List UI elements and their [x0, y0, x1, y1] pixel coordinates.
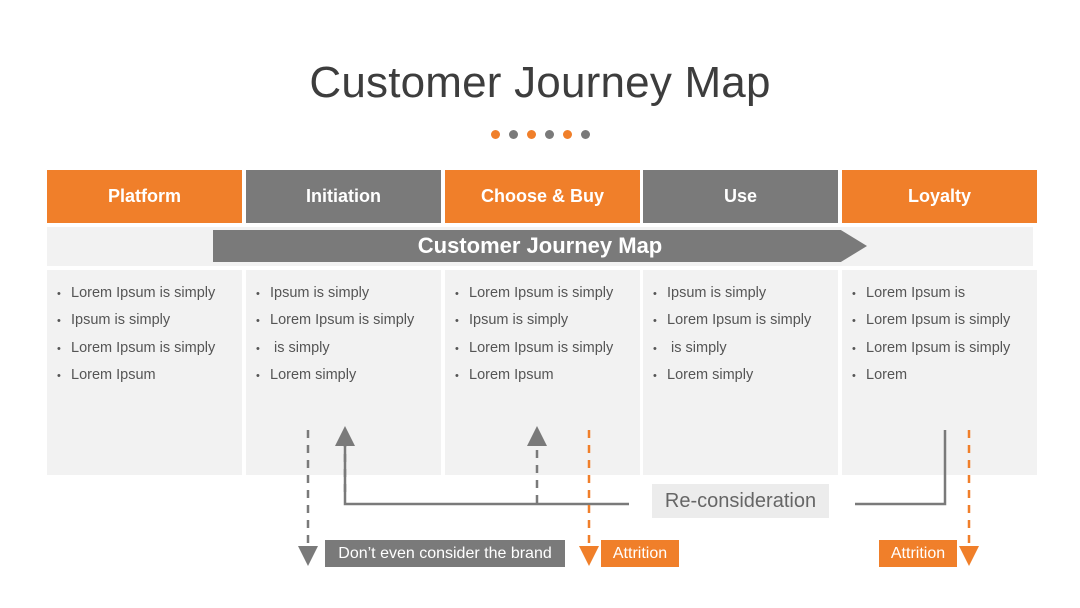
no-consider-label: Don’t even consider the brand	[325, 540, 565, 567]
list-item: is simply	[256, 335, 441, 362]
stage-column-4: Lorem Ipsum isLorem Ipsum is simplyLorem…	[842, 270, 1037, 475]
list-item: Ipsum is simply	[653, 280, 838, 307]
decorative-dot	[490, 130, 500, 139]
stage-header-3: Use	[643, 170, 838, 223]
list-item: Lorem Ipsum is simply	[57, 280, 242, 307]
stage-column-1: Ipsum is simplyLorem Ipsum is simply is …	[246, 270, 441, 475]
decorative-dot	[580, 130, 590, 139]
list-item: Lorem Ipsum	[455, 362, 640, 389]
stage-list: Lorem Ipsum is simplyIpsum is simplyLore…	[455, 280, 640, 389]
list-item: Ipsum is simply	[455, 307, 640, 334]
list-item: Lorem Ipsum	[57, 362, 242, 389]
stage-header-4: Loyalty	[842, 170, 1037, 223]
stage-list: Lorem Ipsum isLorem Ipsum is simplyLorem…	[852, 280, 1037, 389]
list-item: Lorem Ipsum is simply	[455, 280, 640, 307]
list-item: is simply	[653, 335, 838, 362]
stage-header-0: Platform	[47, 170, 242, 223]
list-item: Lorem	[852, 362, 1037, 389]
attrition-label-1: Attrition	[601, 540, 679, 567]
list-item: Lorem Ipsum is	[852, 280, 1037, 307]
list-item: Lorem Ipsum is simply	[653, 307, 838, 334]
list-item: Lorem Ipsum is simply	[57, 335, 242, 362]
decorative-dot	[562, 130, 572, 139]
decorative-dots	[0, 130, 1080, 139]
stage-list: Ipsum is simplyLorem Ipsum is simply is …	[653, 280, 838, 389]
decorative-dot	[544, 130, 554, 139]
decorative-dot	[508, 130, 518, 139]
stage-column-2: Lorem Ipsum is simplyIpsum is simplyLore…	[445, 270, 640, 475]
reconsideration-label: Re-consideration	[652, 484, 829, 518]
attrition-label-2: Attrition	[879, 540, 957, 567]
stage-header-1: Initiation	[246, 170, 441, 223]
page-title: Customer Journey Map	[309, 58, 771, 107]
stage-list: Ipsum is simplyLorem Ipsum is simply is …	[256, 280, 441, 389]
stage-column-3: Ipsum is simplyLorem Ipsum is simply is …	[643, 270, 838, 475]
stage-header-2: Choose & Buy	[445, 170, 640, 223]
stage-column-0: Lorem Ipsum is simplyIpsum is simplyLore…	[47, 270, 242, 475]
stage-columns: Lorem Ipsum is simplyIpsum is simplyLore…	[47, 270, 1037, 475]
list-item: Lorem Ipsum is simply	[455, 335, 640, 362]
decorative-dot	[526, 130, 536, 139]
list-item: Lorem Ipsum is simply	[852, 335, 1037, 362]
stage-list: Lorem Ipsum is simplyIpsum is simplyLore…	[57, 280, 242, 389]
list-item: Ipsum is simply	[57, 307, 242, 334]
list-item: Lorem simply	[653, 362, 838, 389]
list-item: Lorem Ipsum is simply	[852, 307, 1037, 334]
list-item: Lorem simply	[256, 362, 441, 389]
list-item: Ipsum is simply	[256, 280, 441, 307]
journey-arrow-banner: Customer Journey Map	[213, 230, 867, 262]
list-item: Lorem Ipsum is simply	[256, 307, 441, 334]
